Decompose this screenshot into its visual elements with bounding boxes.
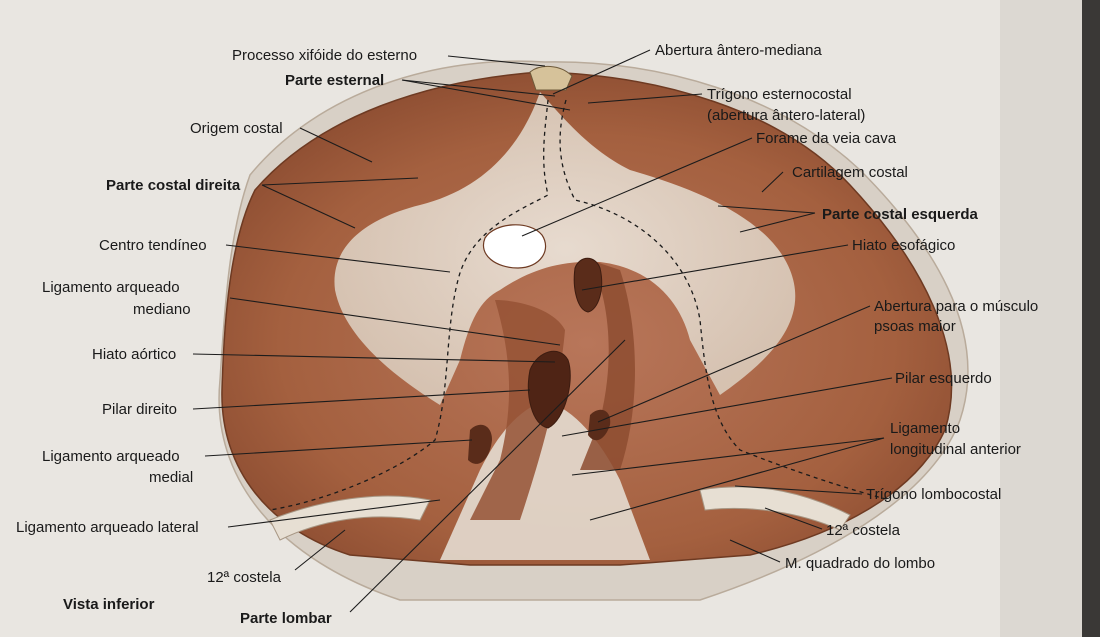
label-costela-12-dir: 12ª costela [207,569,282,586]
label-hiato-aortico: Hiato aórtico [92,346,176,363]
label-lig-arqueado-medial-1: Ligamento arqueado [42,448,180,465]
vena-cava-foramen [482,224,547,269]
label-cartilagem-costal: Cartilagem costal [792,164,908,181]
label-costela-12-esq: 12ª costela [826,522,901,539]
label-parte-costal-esquerda: Parte costal esquerda [822,206,979,223]
label-processo-xifoide: Processo xifóide do esterno [232,47,417,64]
label-hiato-esofagico: Hiato esofágico [852,237,955,254]
label-forame-veia-cava: Forame da veia cava [756,130,897,147]
left-arcuate-opening [588,409,611,441]
tendon-border-dashed-left [559,99,891,501]
label-lig-longitudinal-1: Ligamento [890,420,960,437]
label-parte-lombar: Parte lombar [240,610,332,627]
label-trigono-lombocostal: Trígono lombocostal [866,486,1001,503]
label-pilar-esquerdo: Pilar esquerdo [895,370,992,387]
esophageal-hiatus [573,257,603,313]
label-centro-tendineo: Centro tendíneo [99,237,207,254]
label-quadrado-lombo: M. quadrado do lombo [785,555,935,572]
label-trigono-esternocostal-2: (abertura ântero-lateral) [707,107,865,124]
label-abertura-psoas-2: psoas maior [874,318,956,335]
label-lig-arqueado-medial-2: medial [149,469,193,486]
central-tendon [334,92,796,405]
tendon-border-dashed [269,99,549,511]
label-abertura-psoas-1: Abertura para o músculo [874,298,1038,315]
aortic-hiatus [527,350,571,429]
label-lig-longitudinal-2: longitudinal anterior [890,441,1021,458]
label-parte-esternal: Parte esternal [285,72,384,89]
page-edge-shadow [1082,0,1100,637]
right-12th-rib [269,495,431,541]
label-abertura-antero-mediana: Abertura ântero-mediana [655,42,822,59]
left-crus [580,260,635,470]
leader-lines [192,49,893,613]
label-lig-arqueado-lateral: Ligamento arqueado lateral [16,519,199,536]
label-origem-costal: Origem costal [190,120,283,137]
label-pilar-direito: Pilar direito [102,401,177,418]
label-lig-arqueado-mediano-2: mediano [133,301,191,318]
right-arcuate-opening [468,424,492,464]
label-lig-arqueado-mediano-1: Ligamento arqueado [42,279,180,296]
label-vista-inferior: Vista inferior [63,596,155,613]
label-trigono-esternocostal-1: Trígono esternocostal [707,86,852,103]
label-parte-costal-direita: Parte costal direita [106,177,241,194]
